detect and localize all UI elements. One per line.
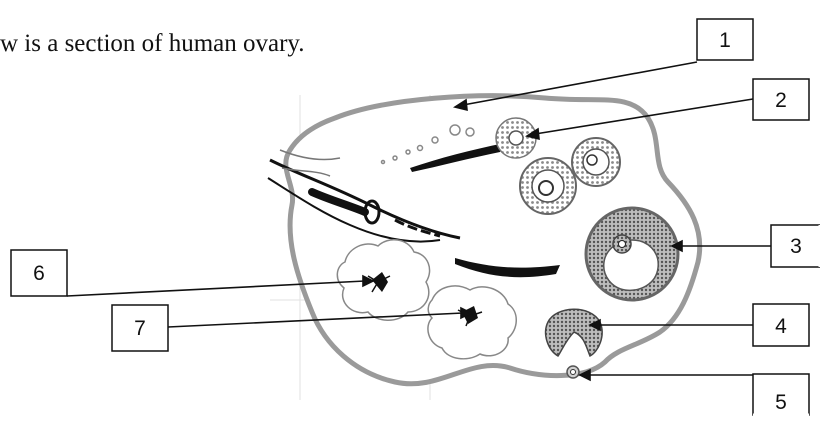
label-4: 4 xyxy=(775,315,787,338)
growing-follicle-a xyxy=(520,158,576,214)
primary-follicle xyxy=(496,118,536,158)
label-7: 7 xyxy=(134,317,146,340)
label-1: 1 xyxy=(719,29,731,52)
graafian-follicle xyxy=(586,208,678,300)
growing-follicle-b xyxy=(572,138,620,186)
released-ovum xyxy=(567,366,579,378)
corpus-luteum xyxy=(337,240,429,321)
label-3: 3 xyxy=(790,235,802,258)
label-2: 2 xyxy=(775,89,787,112)
label-5: 5 xyxy=(775,391,787,414)
label-6: 6 xyxy=(33,262,45,285)
corpus-albicans xyxy=(428,286,516,359)
